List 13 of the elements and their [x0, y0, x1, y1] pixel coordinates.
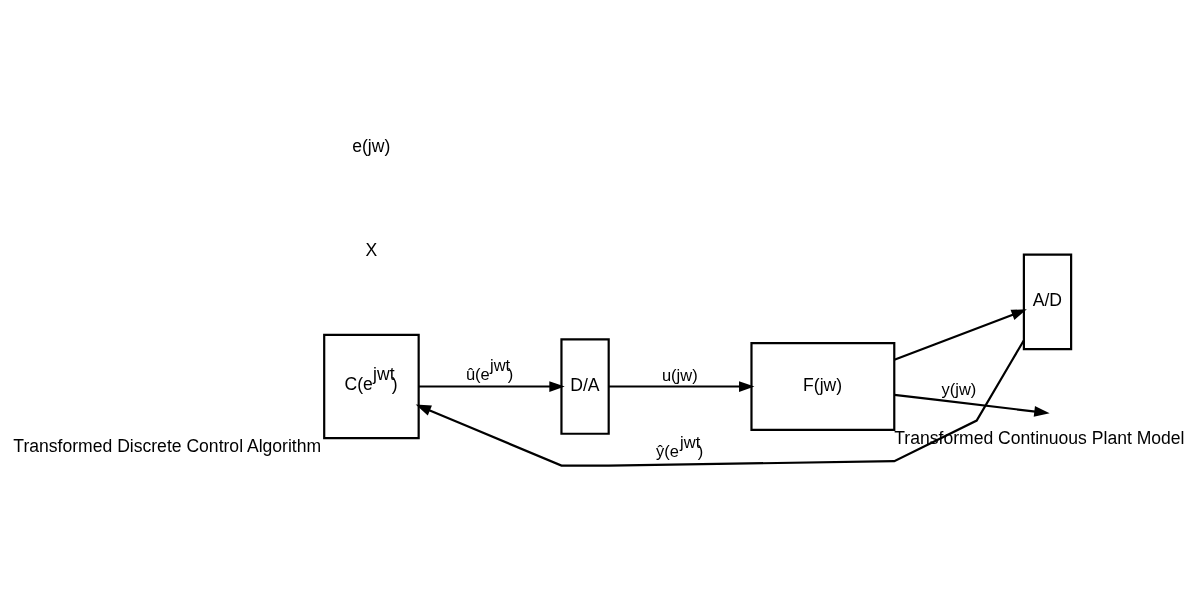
node-box: F(jw)	[750, 342, 896, 431]
arrow	[608, 381, 755, 392]
node-label: Transformed Discrete Control Algorithm	[13, 436, 322, 457]
arrow	[415, 339, 1025, 467]
label: X	[365, 239, 378, 260]
node-box: D/A	[560, 338, 610, 435]
label: e(jw)	[352, 136, 391, 157]
arrow	[418, 381, 565, 392]
arrow	[894, 393, 1050, 417]
node-box: A/D	[1022, 253, 1073, 351]
arrow	[893, 309, 1027, 361]
edge-label: y(jw)	[941, 380, 977, 399]
edge-label: u(jw)	[661, 366, 698, 385]
